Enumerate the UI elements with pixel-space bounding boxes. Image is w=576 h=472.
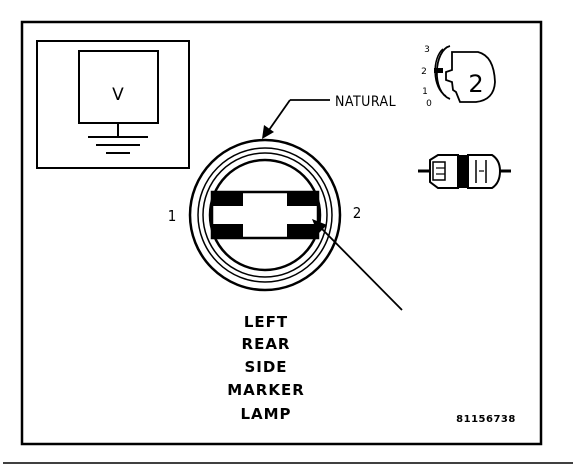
wire-color-label: NATURAL (335, 94, 396, 110)
terminal-1-bottom (212, 224, 243, 237)
wire-leader (262, 99, 330, 139)
connector-face (188, 138, 342, 292)
view-indicator-icon: 3 2 1 0 2 (421, 45, 496, 109)
voltmeter-label: V (112, 85, 124, 105)
component-line-3: SIDE (244, 358, 287, 376)
view-position-3: 3 (424, 45, 430, 55)
view-position-1: 1 (422, 87, 428, 97)
component-line-5: LAMP (240, 405, 291, 423)
pin-2-label: 2 (353, 204, 362, 222)
terminal-1-top (212, 193, 243, 206)
component-name: LEFT REAR SIDE MARKER LAMP (227, 313, 305, 423)
view-badge: 2 (468, 70, 483, 98)
figure-code: 81156738 (456, 414, 516, 425)
voltmeter-icon: V (36, 40, 190, 169)
component-line-4: MARKER (227, 381, 305, 399)
view-position-2: 2 (421, 67, 427, 77)
connector-side-view-icon (418, 154, 511, 189)
terminal-2-top (287, 193, 318, 206)
component-line-1: LEFT (244, 313, 288, 331)
pin-1-label: 1 (168, 207, 177, 225)
arrow-head-icon (262, 125, 274, 139)
pointer-arrow-icon (312, 219, 327, 234)
component-line-2: REAR (242, 335, 291, 353)
terminal-pointer (312, 219, 403, 311)
view-position-0: 0 (426, 99, 432, 109)
terminal-2-bottom (287, 224, 318, 237)
